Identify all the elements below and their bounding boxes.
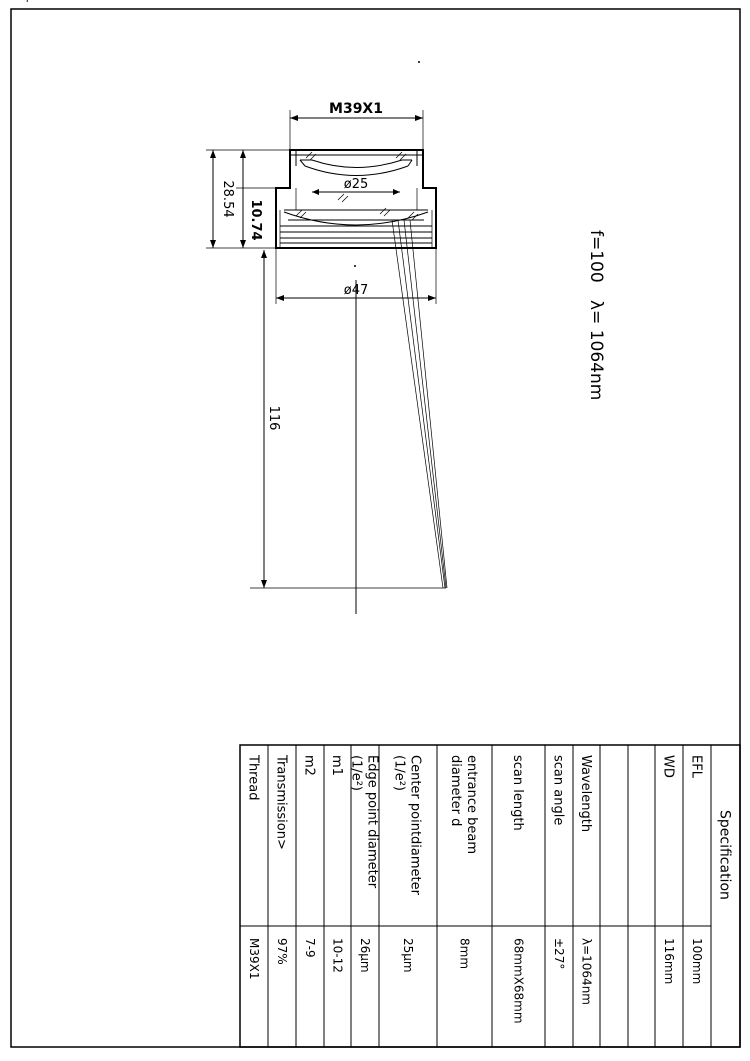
spec-row-value: Yes bbox=[0, 0, 19, 3]
aperture-dimension: ø25 bbox=[312, 177, 400, 195]
spec-row-label: Thread bbox=[246, 754, 261, 800]
spec-row-label: WD bbox=[661, 755, 676, 778]
lower-height-dimension-label: 10.74 bbox=[248, 199, 263, 240]
spec-row-label: scan length bbox=[510, 755, 525, 831]
spec-row-label: scan angle bbox=[551, 755, 566, 825]
spec-row-value: 8mm bbox=[458, 938, 472, 969]
outer-diameter-dimension: ø47 bbox=[275, 248, 437, 304]
thread-dimension-label: M39X1 bbox=[329, 101, 383, 117]
spec-row-value: 68mmX68mm bbox=[512, 938, 526, 1024]
spec-row-value: 100mm bbox=[690, 938, 704, 984]
height-dimension-label: 28.54 bbox=[220, 180, 235, 217]
lower-height-dimension: 10.74 bbox=[236, 150, 276, 248]
spec-row-label: (1/e²) bbox=[349, 755, 364, 791]
spec-row-label: entrance beam bbox=[464, 755, 479, 854]
spec-row-value: 7-9 bbox=[303, 938, 317, 958]
focal-length-note: f=100 bbox=[586, 230, 606, 283]
spec-row-label: Edge point diameter bbox=[365, 755, 380, 889]
thread-dimension: M39X1 bbox=[289, 101, 424, 150]
stray-mark bbox=[418, 61, 420, 63]
aperture-dimension-label: ø25 bbox=[344, 177, 369, 192]
spec-row-label: m1 bbox=[329, 755, 344, 776]
spec-row-label: EFL bbox=[689, 755, 704, 779]
spec-table-border bbox=[239, 744, 741, 1048]
spec-row-value: 25μm bbox=[401, 938, 415, 973]
spec-row-value: 116mm bbox=[662, 938, 676, 984]
wavelength-note: λ= 1064nm bbox=[586, 300, 606, 400]
spec-row-label: window bbox=[0, 0, 38, 3]
spec-row-label: m2 bbox=[302, 755, 317, 776]
stray-mark bbox=[354, 265, 356, 267]
beam-rays bbox=[391, 219, 448, 589]
sheet-border bbox=[10, 8, 741, 1048]
spec-table-title: Specification bbox=[717, 810, 733, 900]
spec-row-label: With protective bbox=[0, 0, 77, 3]
spec-row-value: ±27° bbox=[552, 938, 566, 969]
working-distance-dimension: 116 bbox=[250, 250, 446, 589]
spec-row-label: Center pointdiameter bbox=[408, 755, 423, 896]
spec-row-label: Transmission> bbox=[274, 754, 289, 850]
outer-diameter-dimension-label: ø47 bbox=[344, 283, 369, 298]
lens-cross-section bbox=[275, 149, 437, 249]
specification-table: Specification EFL 100mm WD 116mm Wavelength λ=… bbox=[0, 0, 741, 1048]
spec-row-label: (1/e²) bbox=[392, 755, 407, 791]
spec-row-value: 97% bbox=[275, 938, 289, 965]
spec-row-value: λ=1064nm bbox=[580, 938, 594, 1005]
working-distance-dimension-label: 116 bbox=[266, 406, 281, 431]
spec-row-value: 10-12 bbox=[331, 938, 345, 973]
spec-row-label: diameter d bbox=[448, 755, 463, 826]
spec-row-label: Wavelength bbox=[578, 755, 593, 832]
spec-row-value: M39X1 bbox=[247, 938, 261, 979]
height-dimension: 28.54 bbox=[206, 149, 290, 249]
spec-row-value: 26μm bbox=[358, 938, 372, 973]
